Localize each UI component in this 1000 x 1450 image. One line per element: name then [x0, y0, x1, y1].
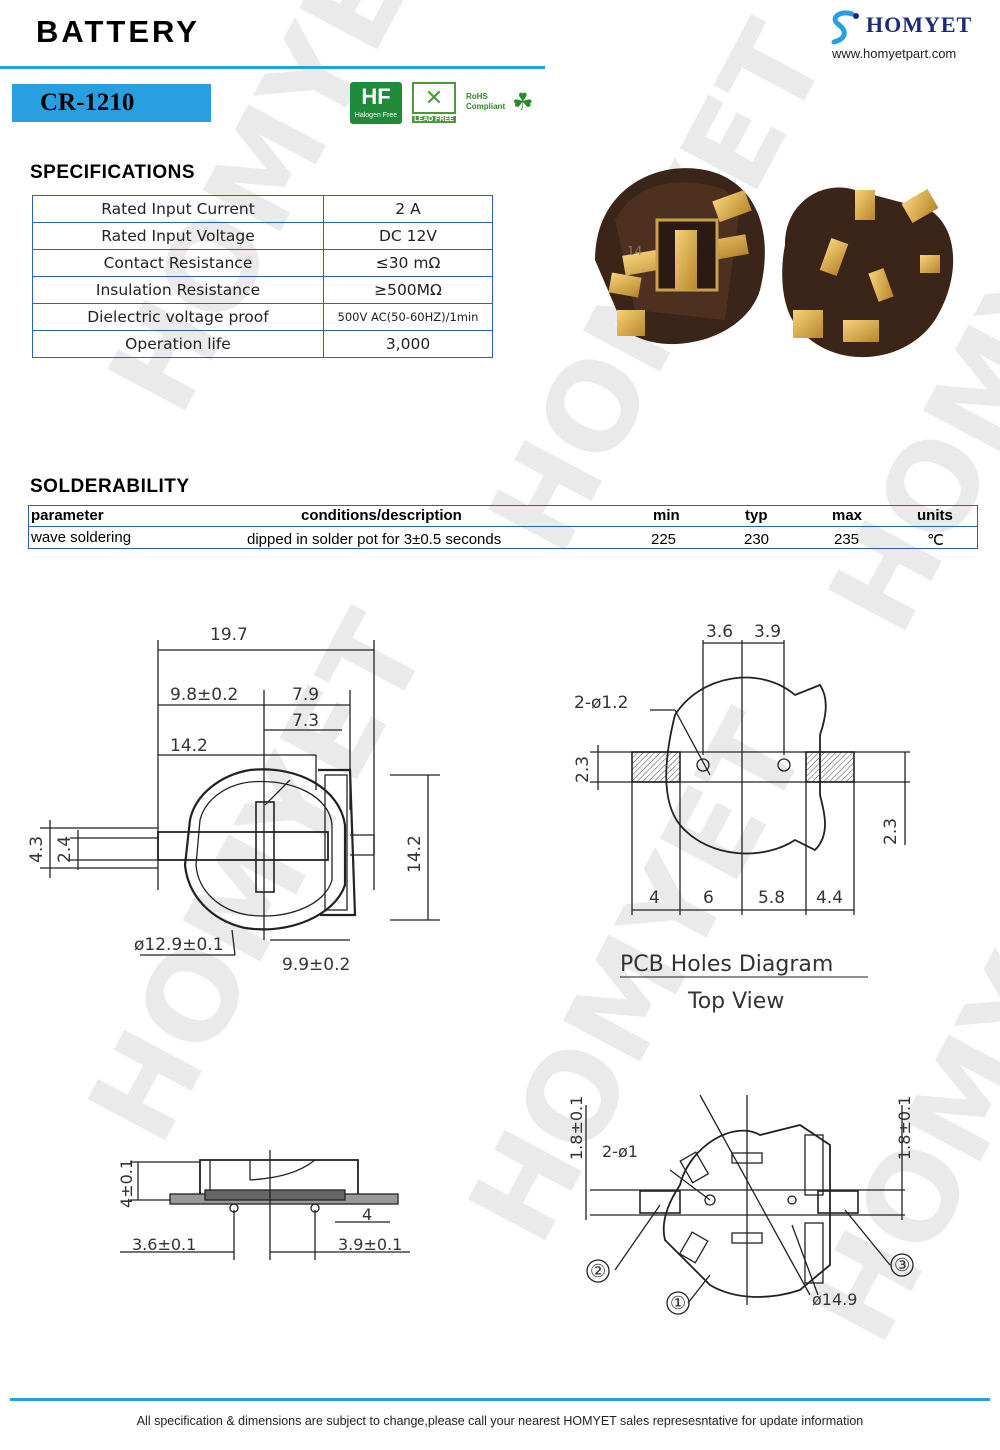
column-header: min — [653, 507, 680, 524]
dim-label: 14.2 — [405, 835, 425, 873]
dim-label: 2.3 — [573, 756, 593, 783]
column-header: conditions/description — [301, 507, 462, 524]
top-view-drawing: 19.7 9.8±0.2 7.9 7.3 14.2 4.3 2.4 14.2 ø… — [27, 625, 440, 975]
dim-label: 4.3 — [27, 836, 47, 863]
table-cell: 235 — [834, 531, 860, 548]
spec-value: 500V AC(50-60HZ)/1min — [323, 303, 493, 331]
dim-label: 7.9 — [292, 685, 319, 705]
dim-label: ø12.9±0.1 — [134, 935, 224, 955]
table-cell: wave soldering — [31, 529, 132, 546]
pcb-diagram-subtitle: Top View — [687, 989, 784, 1014]
dim-label: 2-ø1 — [602, 1142, 638, 1161]
dim-label: 2.4 — [55, 836, 75, 863]
footer-note: All specification & dimensions are subje… — [136, 1414, 864, 1428]
solderability-heading: SOLDERABILITY — [30, 476, 190, 497]
rohs-label: RoHS Compliant — [466, 92, 506, 111]
spec-name: Insulation Resistance — [32, 276, 324, 304]
dim-label: ø14.9 — [812, 1290, 857, 1309]
dim-label: 1.8±0.1 — [567, 1096, 586, 1160]
spec-value: DC 12V — [323, 222, 493, 250]
dim-label: 19.7 — [210, 625, 248, 645]
pcb-holes-drawing: 3.6 3.9 2-ø1.2 2.3 2.3 4 6 5.8 4.4 PCB H… — [573, 622, 910, 1014]
table-cell: dipped in solder pot for 3±0.5 seconds — [247, 531, 502, 548]
dim-label: 3.9 — [754, 622, 781, 642]
model-label: CR-1210 — [12, 84, 211, 122]
holder-bottom-view — [782, 187, 954, 358]
halogen-free-label: Halogen Free — [354, 112, 398, 119]
solderability-table: parameter conditions/description min typ… — [28, 505, 978, 549]
dim-label: 6 — [703, 888, 714, 908]
column-header: typ — [745, 507, 768, 524]
lead-free-label: LEAD FREE — [412, 116, 456, 123]
spec-name: Dielectric voltage proof — [32, 303, 324, 331]
pcb-diagram-title: PCB Holes Diagram — [620, 952, 833, 977]
spec-value: 2 A — [323, 195, 493, 223]
spec-value: ≤30 mΩ — [323, 249, 493, 277]
table-row: Insulation Resistance≥500MΩ — [32, 276, 493, 304]
spec-value: ≥500MΩ — [323, 276, 493, 304]
table-cell: 225 — [651, 531, 677, 548]
website-link[interactable]: www.homyetpart.com — [832, 46, 957, 61]
clover-icon: ☘ — [512, 89, 534, 116]
halogen-free-badge: HF Halogen Free — [350, 82, 402, 124]
dim-label: 3.6 — [706, 622, 733, 642]
spec-name: Operation life — [32, 330, 324, 358]
dim-label: 9.9±0.2 — [282, 955, 350, 975]
spec-name: Rated Input Voltage — [32, 222, 324, 250]
dim-label: 14.2 — [170, 736, 208, 756]
holder-mark: 14 — [627, 244, 642, 258]
holder-top-view: 14 — [595, 168, 765, 345]
dim-label: 9.8±0.2 — [170, 685, 238, 705]
callout-2: ② — [590, 1261, 606, 1282]
dim-label: 3.6±0.1 — [132, 1235, 196, 1254]
header-divider — [0, 66, 545, 69]
bottom-view-drawing: 1.8±0.1 1.8±0.1 2-ø1 ø14.9 ② ③ ① — [567, 1094, 914, 1315]
spec-value: 3,000 — [323, 330, 493, 358]
footer-divider — [10, 1398, 990, 1401]
logo-text: HOMYET — [866, 12, 973, 37]
logo-icon — [831, 10, 859, 45]
spec-name: Contact Resistance — [32, 249, 324, 277]
table-cell: 230 — [744, 531, 770, 548]
dim-label: 3.9±0.1 — [338, 1235, 402, 1254]
callout-1: ① — [670, 1293, 686, 1314]
dim-label: 5.8 — [758, 888, 785, 908]
dim-label: 4 — [362, 1205, 372, 1224]
callout-3: ③ — [894, 1255, 910, 1276]
table-cell: ℃ — [927, 532, 944, 549]
spec-name: Rated Input Current — [32, 195, 324, 223]
page-title: BATTERY — [36, 14, 200, 49]
lead-free-badge: ✕ LEAD FREE — [412, 82, 456, 124]
side-view-drawing: 4±0.1 4 3.6±0.1 3.9±0.1 — [117, 1150, 410, 1260]
column-header: units — [917, 507, 953, 524]
dim-label: 1.8±0.1 — [895, 1096, 914, 1160]
dim-label: 7.3 — [292, 711, 319, 731]
column-header: parameter — [31, 507, 104, 524]
dim-label: 4±0.1 — [117, 1159, 136, 1208]
rohs-badge: RoHS Compliant ☘ — [466, 82, 540, 124]
dim-label: 2-ø1.2 — [574, 693, 628, 713]
table-row: Contact Resistance≤30 mΩ — [32, 249, 493, 277]
product-photo: 14 — [595, 168, 954, 358]
dim-label: 2.3 — [881, 818, 901, 845]
table-header: parameter conditions/description min typ… — [29, 506, 977, 527]
dim-label: 4.4 — [816, 888, 843, 908]
column-header: max — [832, 507, 863, 524]
specifications-heading: SPECIFICATIONS — [30, 162, 195, 183]
dim-label: 4 — [649, 888, 660, 908]
